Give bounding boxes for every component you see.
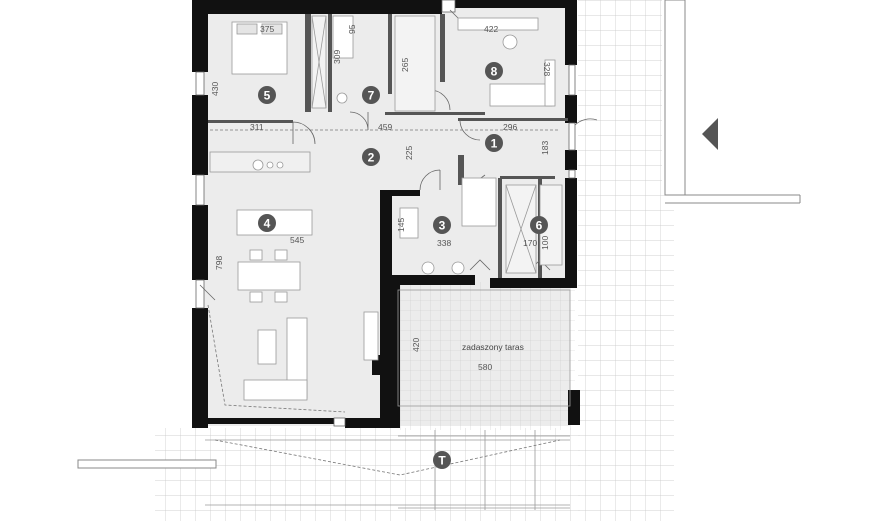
svg-text:1: 1 [491, 137, 498, 151]
laundry [461, 177, 497, 227]
furniture [209, 15, 563, 401]
entrance-arrow-icon [702, 118, 718, 150]
svg-text:4: 4 [264, 217, 271, 231]
fence-bar [77, 459, 217, 469]
dim-328: 328 [542, 62, 552, 76]
svg-text:8: 8 [491, 65, 498, 79]
dim-459: 459 [378, 122, 392, 132]
room-badge-8: 8 [485, 62, 503, 80]
bathtub [332, 15, 354, 59]
gate [664, 0, 801, 204]
dining-table [237, 261, 301, 291]
walls [192, 0, 580, 428]
room-badge-6: 6 [530, 216, 548, 234]
room-badges: 1 2 3 4 5 6 7 8 T [258, 62, 548, 469]
room-badge-7: 7 [362, 86, 380, 104]
windows [195, 0, 576, 427]
svg-text:2: 2 [368, 151, 375, 165]
room-badge-4: 4 [258, 214, 276, 232]
dim-183: 183 [540, 141, 550, 155]
room-badge-5: 5 [258, 86, 276, 104]
svg-text:5: 5 [264, 89, 271, 103]
dim-422: 422 [484, 24, 498, 34]
room-badge-1: 1 [485, 134, 503, 152]
terrace-label: zadaszony taras [462, 342, 524, 352]
svg-text:6: 6 [536, 219, 543, 233]
dim-100: 100 [540, 236, 550, 250]
svg-text:7: 7 [368, 89, 375, 103]
coffee-table [257, 329, 277, 365]
room-badge-t: T [433, 451, 451, 469]
dim-296: 296 [503, 122, 517, 132]
dim-170: 170 [523, 238, 537, 248]
dim-798: 798 [214, 256, 224, 270]
dim-225: 225 [404, 146, 414, 160]
dim-430: 430 [210, 82, 220, 96]
tv-unit [363, 311, 379, 361]
pergola [205, 289, 571, 510]
dim-375: 375 [260, 24, 274, 34]
dim-420: 420 [411, 338, 421, 352]
toilet [336, 92, 348, 104]
desk [457, 17, 539, 31]
dashed-lines [207, 129, 561, 476]
stair [394, 15, 436, 112]
svg-text:T: T [438, 454, 446, 468]
dim-311: 311 [250, 122, 264, 132]
chair [502, 34, 518, 50]
sink-3 [399, 207, 419, 239]
sofa-8 [489, 83, 553, 107]
dim-95: 95 [347, 24, 357, 34]
dim-145: 145 [396, 218, 406, 232]
dim-309: 309 [332, 50, 342, 64]
dim-580: 580 [478, 362, 492, 372]
dim-265: 265 [400, 58, 410, 72]
room-badge-3: 3 [433, 216, 451, 234]
paving-east [578, 0, 674, 521]
dim-338: 338 [437, 238, 451, 248]
svg-text:3: 3 [439, 219, 446, 233]
paving-south [155, 428, 580, 521]
dimension-labels: 375 422 328 430 311 459 296 183 225 338 … [210, 24, 552, 372]
dim-545: 545 [290, 235, 304, 245]
room-badge-2: 2 [362, 148, 380, 166]
